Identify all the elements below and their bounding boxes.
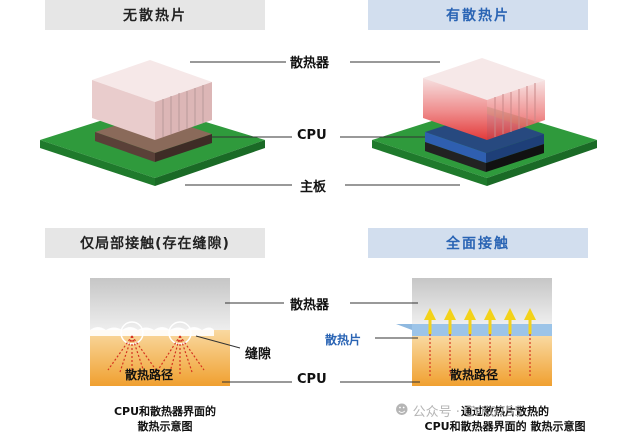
label-cpu: CPU xyxy=(297,128,327,143)
right-heatsink-hot xyxy=(423,58,545,140)
caption-right-line2: CPU和散热器界面的 散热示意图 xyxy=(424,420,586,433)
header-full-contact: 全面接触 xyxy=(368,228,588,258)
watermark-text: 公众号 · CYK0755 xyxy=(412,405,523,420)
caption-left-line2: 散热示意图 xyxy=(137,420,193,433)
header-partial-contact: 仅局部接触(存在缝隙) xyxy=(45,228,265,258)
bottom-leader-lines xyxy=(195,302,420,383)
caption-left: CPU和散热器界面的 散热示意图 xyxy=(80,404,250,434)
label-cpu-bottom: CPU xyxy=(297,372,327,387)
label-thermal-pad: 散热片 xyxy=(325,333,362,347)
caption-left-line1: CPU和散热器界面的 xyxy=(113,405,217,418)
label-motherboard: 主板 xyxy=(300,180,327,195)
caption-right-line1: 通过散热片散热的 xyxy=(461,405,549,418)
label-heatsink: 散热器 xyxy=(290,56,330,71)
right-cross-section xyxy=(396,278,552,386)
top-leader-lines xyxy=(185,61,460,186)
label-heat-path-right: 散热路径 xyxy=(450,368,499,382)
left-cross-section xyxy=(74,278,230,386)
header-no-thermal-pad: 无散热片 xyxy=(45,0,265,30)
label-heatsink-bottom: 散热器 xyxy=(290,298,330,313)
label-heat-path-left: 散热路径 xyxy=(125,368,174,382)
left-heatsink xyxy=(92,60,212,140)
caption-right: 通过散热片散热的 CPU和散热器界面的 散热示意图 xyxy=(385,404,625,434)
header-with-thermal-pad: 有散热片 xyxy=(368,0,588,30)
chat-bubble-icon: ☻ xyxy=(395,403,409,418)
label-gap: 缝隙 xyxy=(245,347,272,362)
watermark: ☻ 公众号 · CYK0755 xyxy=(395,401,522,420)
